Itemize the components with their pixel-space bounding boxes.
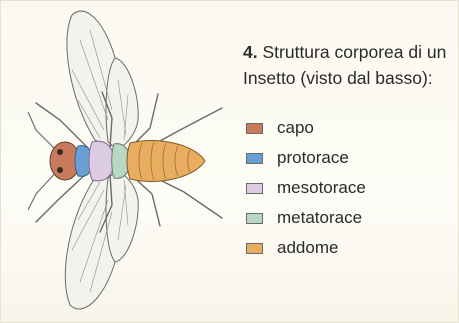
caption-number: 4. <box>243 42 258 62</box>
insect-icon <box>0 0 240 323</box>
legend-swatch-addome <box>246 243 263 254</box>
legend-item-metatorace: metatorace <box>243 203 455 233</box>
legend-item-protorace: protorace <box>243 143 455 173</box>
legend-swatch-capo <box>246 123 263 134</box>
legend-swatch-metatorace <box>246 213 263 224</box>
legend-item-addome: addome <box>243 233 455 263</box>
caption-line-1: 4. Struttura corporea di un <box>243 39 459 65</box>
legend-label-capo: capo <box>277 118 314 138</box>
legend-swatch-mesotorace <box>246 183 263 194</box>
legend-swatch-protorace <box>246 153 263 164</box>
figure-caption: 4. Struttura corporea di un Insetto (vis… <box>243 39 459 91</box>
legend-label-metatorace: metatorace <box>277 208 362 228</box>
caption-line-2: Insetto (visto dal basso): <box>243 65 459 91</box>
legend-item-capo: capo <box>243 113 455 143</box>
legend-item-mesotorace: mesotorace <box>243 173 455 203</box>
legend-label-mesotorace: mesotorace <box>277 178 366 198</box>
legend-label-protorace: protorace <box>277 148 349 168</box>
legend: capo protorace mesotorace metatorace add… <box>243 113 455 263</box>
caption-title: Struttura corporea di un <box>262 42 446 62</box>
insect-illustration <box>0 0 240 323</box>
legend-label-addome: addome <box>277 238 338 258</box>
